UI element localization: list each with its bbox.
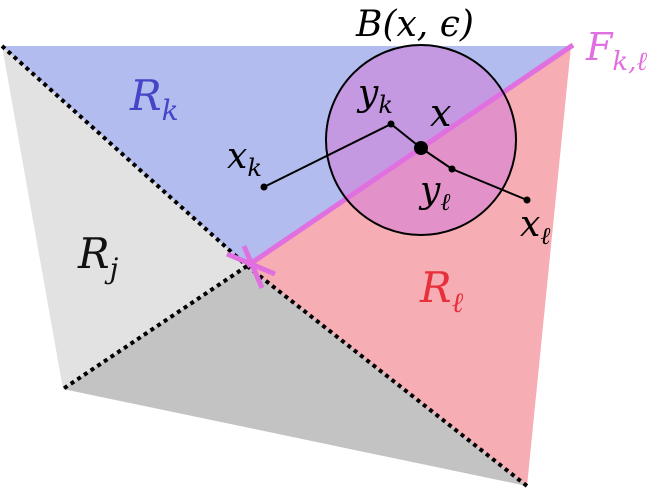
label-face-name: F xyxy=(585,25,614,69)
boundary-rj-bottom xyxy=(61,264,249,391)
label-rl: Rℓ xyxy=(419,263,464,319)
label-ball: B(x, ϵ) xyxy=(355,4,474,45)
label-xk: xk xyxy=(227,136,262,182)
boundary-rk-rj xyxy=(0,44,249,268)
boundary-rl-bottom xyxy=(245,264,529,488)
label-xk-name: x xyxy=(227,136,247,177)
region-rj xyxy=(2,46,247,389)
point-yl xyxy=(448,165,456,173)
label-rj: Rj xyxy=(77,229,119,285)
region-bottom xyxy=(63,266,527,486)
label-rj-name: R xyxy=(77,229,110,278)
face-fkl xyxy=(245,42,575,269)
point-xk xyxy=(260,183,268,191)
label-rk-name: R xyxy=(129,71,162,120)
label-yl-sub: ℓ xyxy=(440,188,450,216)
face-endcap-b xyxy=(241,245,265,289)
label-xl: xℓ xyxy=(520,204,550,250)
label-rl-name: R xyxy=(419,263,452,312)
label-yk: yk xyxy=(356,73,393,119)
point-x xyxy=(414,141,428,155)
label-yl-name: y xyxy=(418,170,441,211)
label-yl: yℓ xyxy=(418,170,450,216)
label-xl-sub: ℓ xyxy=(540,222,550,250)
point-yk xyxy=(387,120,395,128)
label-yk-name: y xyxy=(356,73,379,114)
ball-fill xyxy=(326,45,516,235)
ball-outline xyxy=(325,44,517,236)
label-rl-sub: ℓ xyxy=(452,286,464,319)
label-rk: Rk xyxy=(129,71,179,127)
label-face: Fk,ℓ xyxy=(585,25,647,77)
point-xl xyxy=(523,196,531,204)
label-xk-sub: k xyxy=(247,154,262,182)
label-yk-sub: k xyxy=(378,91,393,119)
label-xl-name: x xyxy=(520,204,540,245)
label-x: x xyxy=(430,91,451,135)
label-face-sub: k,ℓ xyxy=(612,47,647,77)
label-rk-sub: k xyxy=(162,94,179,127)
